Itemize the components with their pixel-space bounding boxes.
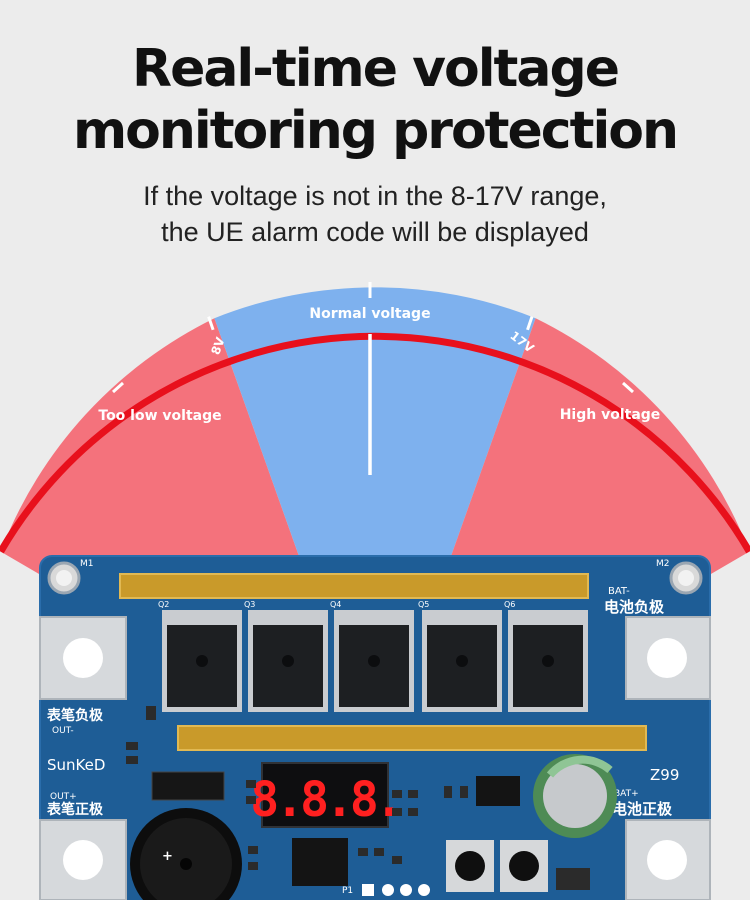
bat-plus-code: BAT+ (614, 789, 639, 799)
smd-components (126, 706, 590, 890)
out-plus-label: 表笔正极 (46, 801, 104, 818)
out-plus-code: OUT+ (50, 792, 77, 802)
mosfet-q5 (422, 610, 502, 712)
mosfet-q4 (334, 610, 414, 712)
headline: Real-time voltage monitoring protection (0, 38, 750, 162)
headline-line-2: monitoring protection (72, 101, 679, 161)
push-button-2 (500, 840, 548, 892)
gauge-rim (0, 332, 750, 554)
push-button-1 (446, 840, 494, 892)
controller-ic (292, 838, 348, 886)
m1-label: M1 (80, 559, 94, 569)
gauge-tick-low (207, 316, 215, 331)
pad-out-minus-hole (63, 638, 103, 678)
bat-minus-label: 电池负极 (604, 598, 665, 616)
capacitor (533, 754, 617, 838)
transistor (476, 776, 520, 806)
pad-bat-minus-hole (647, 638, 687, 678)
mosfet-q2 (162, 610, 242, 712)
bat-minus-code: BAT- (608, 586, 630, 597)
mosfet-q6 (508, 610, 588, 712)
mosfet-label-q6: Q6 (504, 600, 515, 609)
led-display: 8.8.8. (250, 762, 404, 828)
busbar-bottom (177, 725, 647, 751)
mosfet-row (162, 610, 588, 712)
gauge-low-tick-label: 8V (208, 335, 227, 357)
gauge-normal-label: Normal voltage (309, 306, 430, 322)
gauge-low-label: Too low voltage (98, 408, 221, 424)
mosfet-label-q4: Q4 (330, 600, 341, 609)
gauge-normal-sector (214, 287, 536, 770)
mosfet-label-q2: Q2 (158, 600, 169, 609)
busbar-top (119, 573, 589, 599)
subtitle-line-2: the UE alarm code will be displayed (161, 217, 589, 247)
headline-line-1: Real-time voltage (132, 39, 620, 99)
pad-out-plus-hole (63, 840, 103, 880)
gauge-high-label: High voltage (560, 407, 661, 423)
bat-plus-label: 电池正极 (612, 800, 673, 818)
mount-hole-m1-inner (56, 570, 72, 586)
svg-text:+: + (162, 849, 173, 864)
model-label: Z99 (650, 766, 679, 784)
gauge-tick-left (111, 381, 125, 394)
mosfet-label-q3: Q3 (244, 600, 255, 609)
brand-label: SunKeD (47, 756, 105, 774)
mosfet-q3 (248, 610, 328, 712)
optocoupler-chip (151, 771, 225, 801)
mount-hole-m2-inner (678, 570, 694, 586)
gauge-tick-right (621, 381, 635, 394)
pin-header (356, 880, 436, 900)
pcb-board: M1 M2 (39, 555, 711, 900)
mosfet-label-q5: Q5 (418, 600, 429, 609)
out-minus-label: 表笔负极 (46, 707, 104, 724)
subtitle-line-1: If the voltage is not in the 8-17V range… (143, 181, 607, 211)
pin-header-label: P1 (342, 886, 353, 896)
out-minus-code: OUT- (52, 726, 74, 736)
buzzer: + (130, 808, 242, 900)
subtitle: If the voltage is not in the 8-17V range… (0, 178, 750, 250)
led-display-text: 8.8.8. (250, 772, 399, 828)
pcb-trace-overlay (39, 555, 711, 900)
pad-bat-plus-hole (647, 840, 687, 880)
gauge-tick-high (526, 316, 534, 331)
m2-label: M2 (656, 559, 670, 569)
